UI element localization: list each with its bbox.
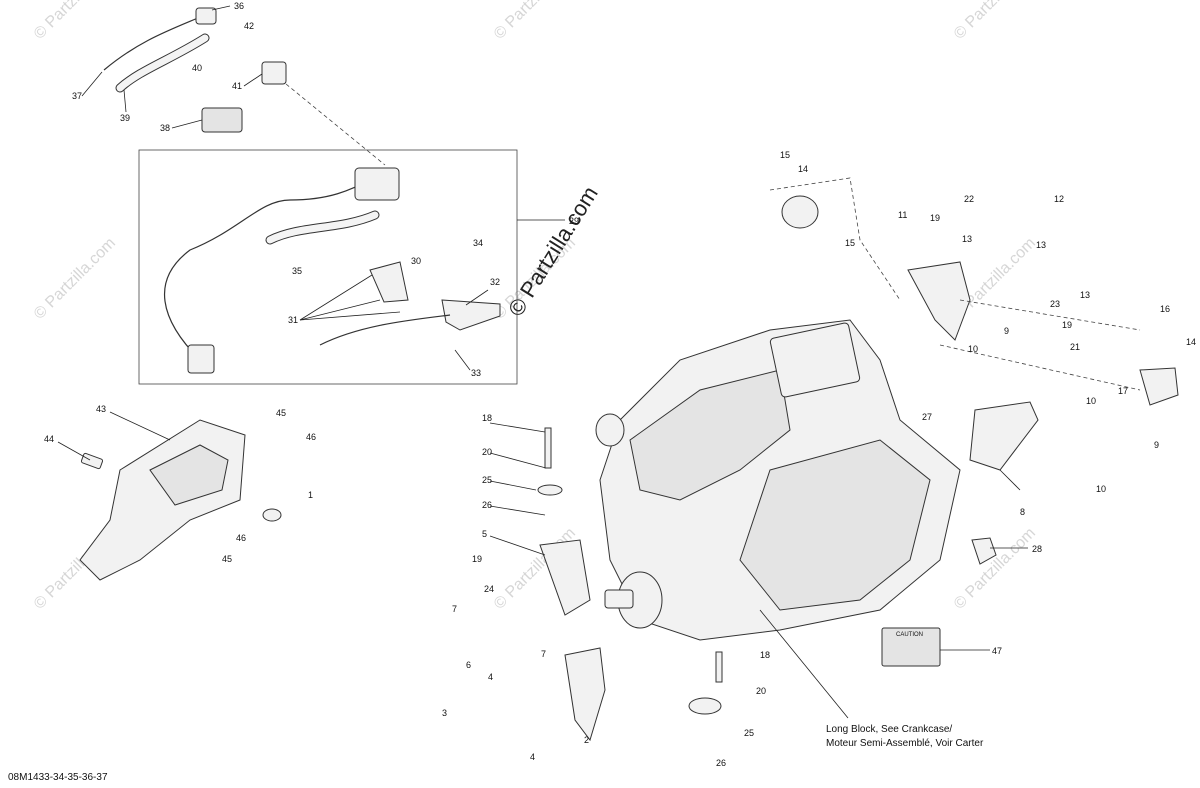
callout: 10 — [1096, 484, 1106, 494]
callout: 31 — [288, 315, 298, 325]
callout: 30 — [411, 256, 421, 266]
callout: 45 — [222, 554, 232, 564]
callout: 13 — [1080, 290, 1090, 300]
callout: 41 — [232, 81, 242, 91]
callout: 46 — [306, 432, 316, 442]
callout: 16 — [1160, 304, 1170, 314]
callout: 42 — [244, 21, 254, 31]
callouts: 36 42 40 41 37 39 38 29 34 30 32 35 31 3… — [44, 1, 1196, 768]
brand-watermark: © Partzilla.com — [503, 182, 603, 321]
harness-kit-box — [138, 149, 518, 385]
callout: 35 — [292, 266, 302, 276]
callout: 22 — [964, 194, 974, 204]
callout: 4 — [530, 752, 535, 762]
callout: 20 — [482, 447, 492, 457]
callout: 9 — [1154, 440, 1159, 450]
callout: 1 — [308, 490, 313, 500]
callout: 7 — [452, 604, 457, 614]
callout: 15 — [780, 150, 790, 160]
callout: 18 — [760, 650, 770, 660]
right-mounts — [769, 177, 1179, 471]
callout: 8 — [1020, 507, 1025, 517]
callout: 2 — [584, 735, 589, 745]
leader-lines — [57, 5, 1028, 719]
callout: 9 — [1004, 326, 1009, 336]
callout: 44 — [44, 434, 54, 444]
callout: 17 — [1118, 386, 1128, 396]
callout: 14 — [798, 164, 808, 174]
callout: 24 — [484, 584, 494, 594]
callout: 19 — [930, 213, 940, 223]
label-plate-text: CAUTION — [896, 632, 923, 638]
watermark: © Partzilla.com — [31, 0, 119, 43]
watermark: © Partzilla.com — [951, 525, 1039, 613]
callout: 45 — [276, 408, 286, 418]
callout: 6 — [466, 660, 471, 670]
callout: 19 — [472, 554, 482, 564]
callout: 14 — [1186, 337, 1196, 347]
callout: 25 — [744, 728, 754, 738]
callout: 7 — [541, 649, 546, 659]
fasteners — [537, 427, 997, 742]
callout: 27 — [922, 412, 932, 422]
callout: 5 — [482, 529, 487, 539]
callout: 43 — [96, 404, 106, 414]
watermark: © Partzilla.com — [491, 0, 579, 43]
callout: 38 — [160, 123, 170, 133]
callout: 11 — [898, 210, 907, 220]
long-block-note-line1: Long Block, See Crankcase/ — [826, 724, 952, 735]
callout: 32 — [490, 277, 500, 287]
left-bracket — [79, 419, 282, 581]
callout: 36 — [234, 1, 244, 11]
engine-assembly — [595, 319, 961, 641]
callout: 40 — [192, 63, 202, 73]
callout: 10 — [1086, 396, 1096, 406]
harness-kit-parts — [164, 167, 501, 374]
callout: 46 — [236, 533, 246, 543]
watermark: © Partzilla.com — [31, 235, 119, 323]
callout: 28 — [1032, 544, 1042, 554]
callout: 13 — [1036, 240, 1046, 250]
callout: 26 — [716, 758, 726, 768]
callout: 18 — [482, 413, 492, 423]
callout: 23 — [1050, 299, 1060, 309]
callout: 47 — [992, 646, 1002, 656]
callout: 15 — [845, 238, 855, 248]
long-block-note-line2: Moteur Semi-Assemblé, Voir Carter — [826, 738, 984, 749]
callout: 34 — [473, 238, 483, 248]
top-left-parts — [103, 7, 386, 166]
callout: 19 — [1062, 320, 1072, 330]
diagram-code: 08M1433-34-35-36-37 — [8, 772, 108, 783]
callout: 33 — [471, 368, 481, 378]
callout: 3 — [442, 708, 447, 718]
callout: 13 — [962, 234, 972, 244]
callout: 21 — [1070, 342, 1080, 352]
callout: 20 — [756, 686, 766, 696]
watermark: © Partzilla.com — [951, 0, 1039, 43]
callout: 25 — [482, 475, 492, 485]
callout: 29 — [569, 216, 579, 226]
callout: 10 — [968, 344, 978, 354]
callout: 12 — [1054, 194, 1064, 204]
callout: 37 — [72, 91, 82, 101]
callout: 39 — [120, 113, 130, 123]
callout: 4 — [488, 672, 493, 682]
callout: 26 — [482, 500, 492, 510]
